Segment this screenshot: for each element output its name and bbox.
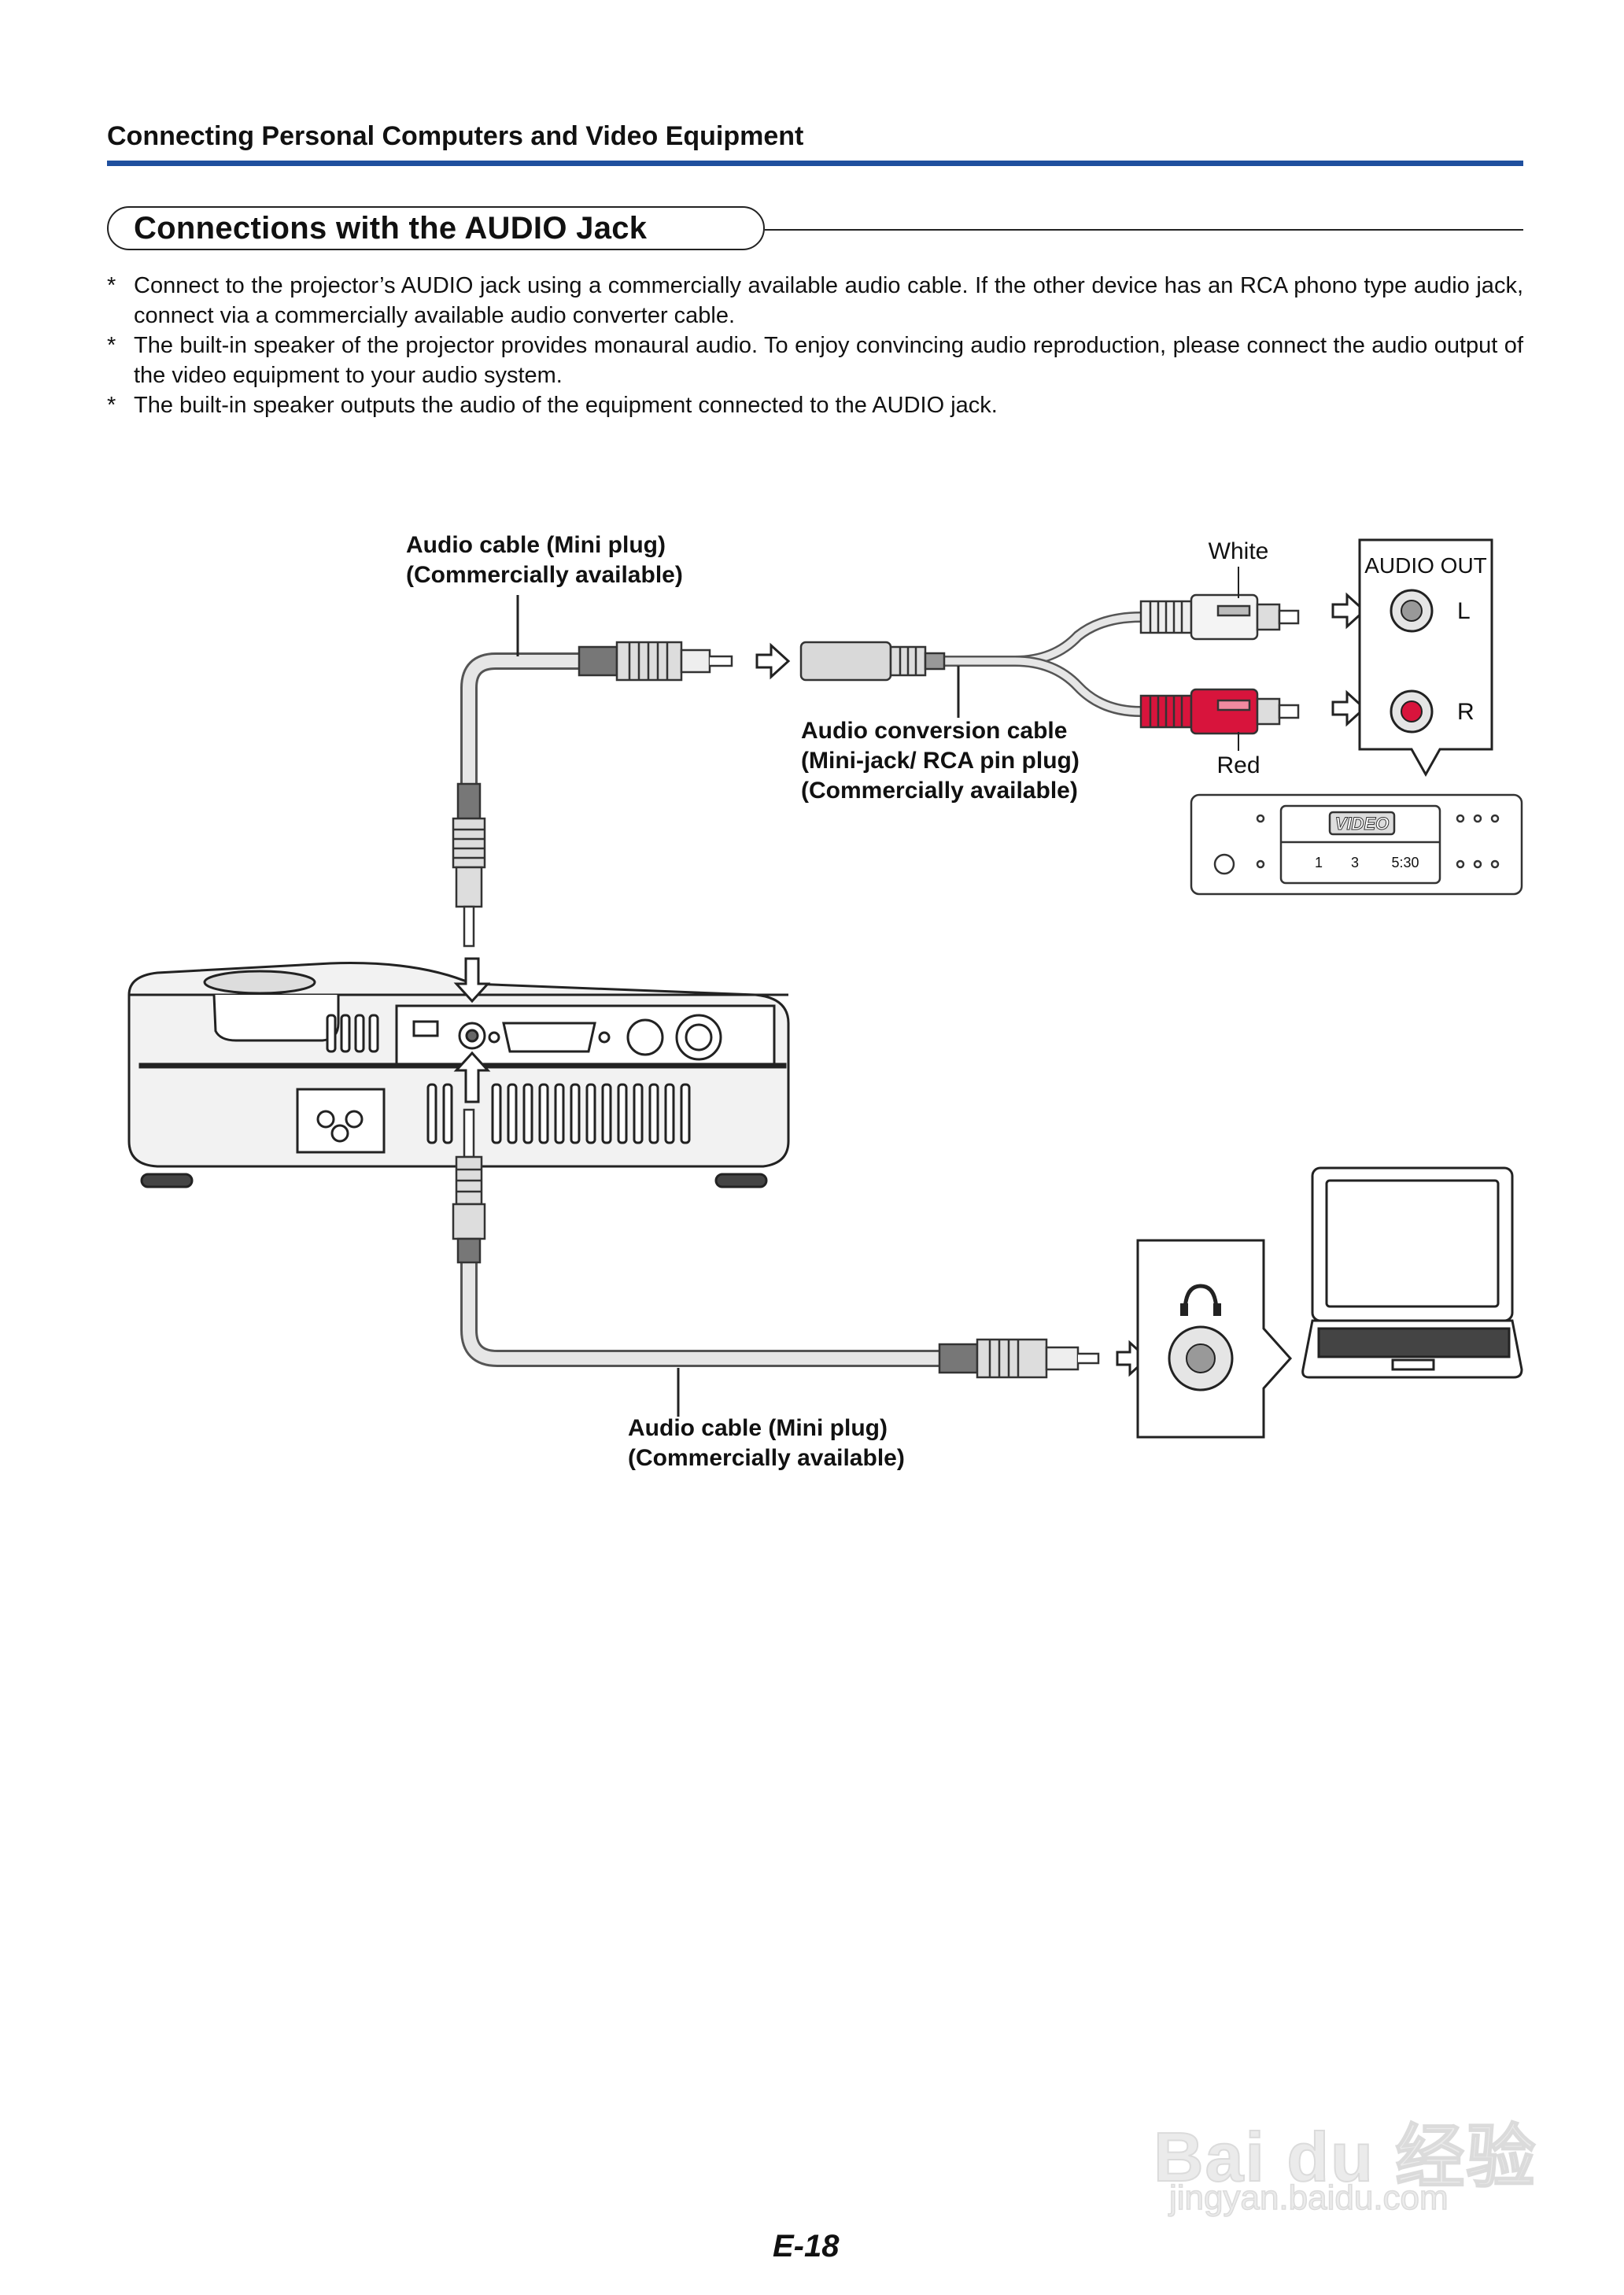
bottom-cable-label-line1: Audio cable (Mini plug) xyxy=(628,1415,888,1441)
header-rule xyxy=(107,161,1523,166)
red-label: Red xyxy=(1216,752,1260,778)
headphone-icon xyxy=(1183,1284,1219,1314)
note-text: Connect to the projector’s AUDIO jack us… xyxy=(134,273,1523,328)
vertical-mini-plug-bottom xyxy=(452,1108,486,1264)
top-mini-plug xyxy=(578,641,733,682)
section-title: Connections with the AUDIO Jack xyxy=(134,210,648,246)
watermark-url: jingyan.baidu.com xyxy=(1168,2178,1449,2218)
bottom-mini-plug xyxy=(938,1338,1100,1379)
s-video-port xyxy=(626,1018,664,1056)
conversion-cable-label-line2: (Mini-jack/ RCA pin plug) xyxy=(801,748,1080,774)
laptop xyxy=(1301,1166,1523,1379)
section-rule xyxy=(765,229,1523,231)
white-label: White xyxy=(1209,538,1269,564)
section-heading-box: Connections with the AUDIO Jack xyxy=(107,206,765,250)
top-cable xyxy=(460,652,584,787)
note-bullet: * xyxy=(107,273,116,298)
bottom-cable xyxy=(460,1259,944,1367)
channel-left-label: L xyxy=(1457,598,1471,624)
vertical-mini-plug-top xyxy=(452,782,486,948)
rca-plug-white xyxy=(1139,593,1300,641)
vcr-digit: 1 xyxy=(1315,855,1323,870)
arrow-down-icon xyxy=(453,957,491,1003)
arrow-up-icon xyxy=(453,1051,491,1103)
arrow-right-icon xyxy=(1331,592,1367,630)
rca-plug-red xyxy=(1139,688,1300,735)
note-item: * The built-in speaker outputs the audio … xyxy=(107,390,1523,420)
vga-port xyxy=(502,1022,596,1053)
note-text: The built-in speaker of the projector pr… xyxy=(134,333,1523,388)
vcr-digit: 5:30 xyxy=(1391,855,1419,870)
note-text: The built-in speaker outputs the audio o… xyxy=(134,393,998,418)
vcr-digit: 3 xyxy=(1351,855,1359,870)
vcr-display-label: VIDEO xyxy=(1335,814,1389,833)
arrow-right-icon xyxy=(1331,689,1367,727)
top-cable-label-line1: Audio cable (Mini plug) xyxy=(406,532,666,558)
watermark: Bai du 经验 jingyan.baidu.com xyxy=(1153,2078,1547,2218)
note-item: * The built-in speaker of the projector p… xyxy=(107,331,1523,390)
note-bullet: * xyxy=(107,333,116,358)
audio-conversion-jack xyxy=(799,641,946,682)
arrow-right-icon xyxy=(755,642,791,680)
audio-out-title: AUDIO OUT xyxy=(1364,553,1487,578)
note-bullet: * xyxy=(107,393,116,418)
top-cable-label-line2: (Commercially available) xyxy=(406,562,683,588)
conversion-cable-label-line1: Audio conversion cable xyxy=(801,718,1067,744)
channel-right-label: R xyxy=(1457,699,1475,725)
conversion-cable-label-line3: (Commercially available) xyxy=(801,778,1078,804)
running-header: Connecting Personal Computers and Video … xyxy=(107,121,804,151)
projector xyxy=(127,962,790,1188)
headphone-panel xyxy=(1136,1239,1293,1439)
audio-out-panel: AUDIO OUT L R xyxy=(1358,538,1493,778)
note-item: * Connect to the projector’s AUDIO jack u… xyxy=(107,271,1523,331)
bottom-cable-label-line2: (Commercially available) xyxy=(628,1445,905,1471)
page-number: E-18 xyxy=(773,2229,840,2264)
watermark-brand: Bai du 经验 xyxy=(1153,2117,1537,2197)
notes-list: * Connect to the projector’s AUDIO jack u… xyxy=(107,271,1523,420)
vcr-device xyxy=(1190,793,1523,896)
